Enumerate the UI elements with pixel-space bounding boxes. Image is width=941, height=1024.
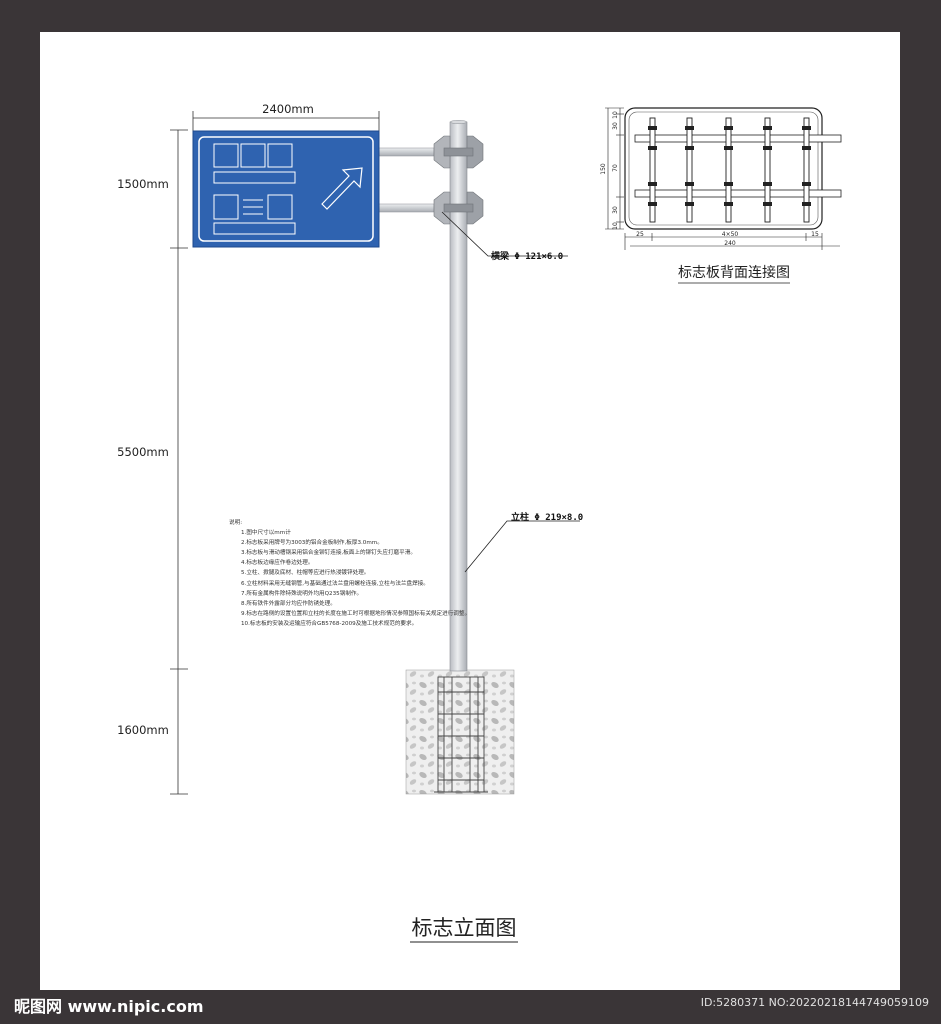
note-item: 7.所有金属构件除特殊说明外均用Q235钢制作。 [241,590,363,597]
clamp-bolts [648,126,811,206]
back-connection-detail [605,107,842,250]
clamp-bars [649,117,810,223]
dim-right: 15 [811,231,819,238]
back-detail-vertical-dims [605,107,624,230]
back-detail-title: 标志板背面连接图 [678,264,790,281]
sliding-channels [634,134,842,198]
sign-text-placeholder-boxes [213,143,296,235]
foundation-rebar-cage [434,676,488,793]
sign-height-label: 1500mm [117,177,169,191]
back-detail-horizontal-dims [624,233,840,250]
note-item: 9.标志在路侧的设置位置和立柱的长度在施工时可根据地形情况参照国标有关规定进行调… [241,610,471,617]
dim-width: 240 [724,240,736,247]
pole-cap [449,120,468,124]
dim-a: 30 [612,122,619,130]
column-callout-label: 立柱 Φ 219×8.0 [511,511,583,523]
note-item: 2.标志板采用牌号为3003的铝合金板制作,板厚3.0mm。 [241,540,383,547]
direction-arrow-icon [321,167,363,210]
note-item: 6.立柱材料采用无缝钢管,与基础通过法兰盘用螺栓连接,立柱与法兰盘焊接。 [241,580,429,587]
dim-spacing: 4×50 [722,231,739,238]
crossbeam-arms [378,147,435,213]
back-detail-dim-labels: 10 30 150 70 30 10 25 4×50 15 240 [600,111,819,247]
main-title: 标志立面图 [412,916,517,940]
dim-b: 30 [612,206,619,214]
arm-flange-upper [433,135,484,169]
crossbeam-callout-label: 横梁 Φ 121×6.0 [491,250,563,262]
dim-bottom: 10 [612,222,619,230]
width-dimension [192,111,380,131]
dim-top: 10 [612,111,619,119]
dim-total: 150 [600,163,607,175]
note-item: 10.标志板的安装及运输应符合GB5768-2009及施工技术规范的要求。 [241,620,418,627]
elevation-drawing: 2400mm 1500mm 5500mm 1600mm [117,102,842,943]
notes-heading: 说明: [229,520,243,526]
note-item: 1.图中尺寸以mm计 [241,530,291,537]
foundation [405,669,515,795]
column-callout [464,520,580,573]
pole-height-label: 5500mm [117,445,169,459]
arm-flange-lower [433,191,484,225]
drawing-sheet: 2400mm 1500mm 5500mm 1600mm [40,32,900,990]
note-item: 4.标志板边缘应作卷边处理。 [241,560,314,567]
dim-mid: 70 [612,164,619,172]
dim-left: 25 [636,231,644,238]
site-watermark-logo: 昵图网 www.nipic.com [14,997,204,1016]
foundation-height-label: 1600mm [117,723,169,737]
crossbeam-callout [441,211,568,257]
note-item: 8.所有铁件外露部分均应作防锈处理。 [241,600,336,607]
width-dimension-label: 2400mm [262,102,314,116]
height-dimension-chain [170,129,188,795]
sign-board [192,130,380,248]
note-item: 5.立柱、掀腿及底材、柱帽等应进行热浸镀锌处理。 [241,570,370,577]
design-notes: 说明: 1.图中尺寸以mm计 2.标志板采用牌号为3003的铝合金板制作,板厚3… [229,518,529,629]
image-id-text: ID:5280371 NO:20220218144749059109 [700,996,929,1009]
note-item: 3.标志板与滑动槽钢采用铝合金铆钉连接,板面上的铆钉头应打磨平滑。 [241,550,416,557]
